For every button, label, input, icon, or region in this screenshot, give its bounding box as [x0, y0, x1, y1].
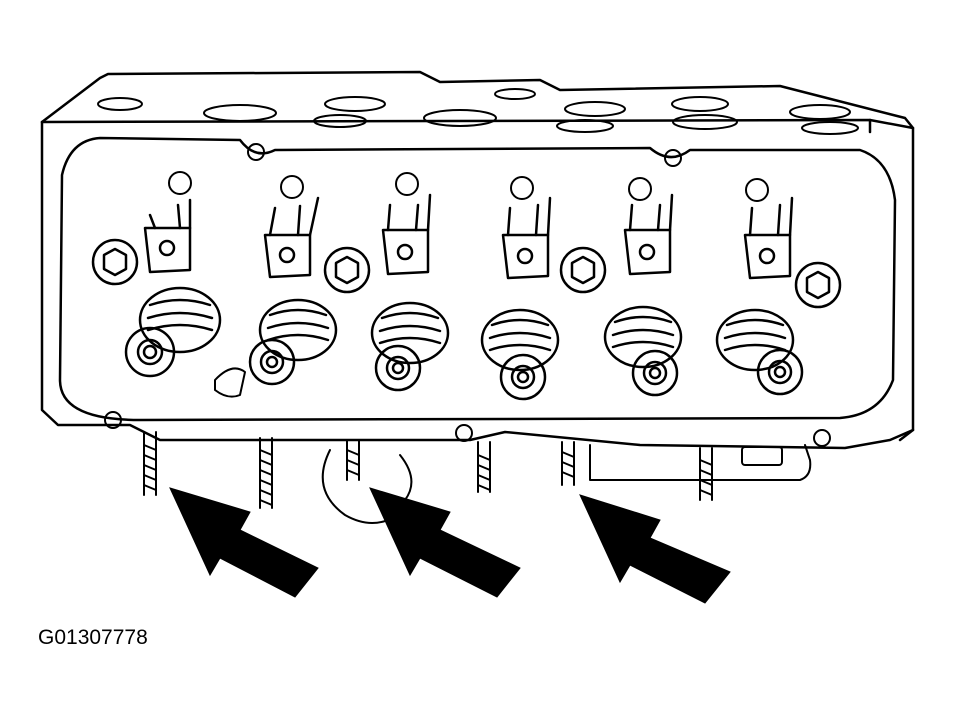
callout-arrows: [169, 487, 731, 604]
head-top-edge: [40, 118, 915, 130]
mounting-holes: [104, 143, 831, 447]
figure-code-label: G01307778: [38, 626, 148, 649]
top-deck-ports: [97, 88, 859, 135]
head-studs: [143, 431, 713, 509]
head-front-face-outline: [40, 120, 915, 450]
head-gasket-border: [58, 136, 897, 422]
arrow-icon: [579, 494, 731, 604]
valve-springs: [124, 286, 804, 401]
casting-detail: [214, 367, 246, 398]
cylinder-head-icon: [40, 70, 915, 524]
oil-passages: [168, 171, 769, 202]
head-top-deck: [40, 70, 915, 442]
arrow-icon: [169, 487, 319, 598]
arrow-icon: [369, 487, 521, 598]
lower-bracket: [589, 444, 812, 481]
head-bolts: [91, 238, 842, 309]
rocker-pedestals: [143, 193, 794, 280]
